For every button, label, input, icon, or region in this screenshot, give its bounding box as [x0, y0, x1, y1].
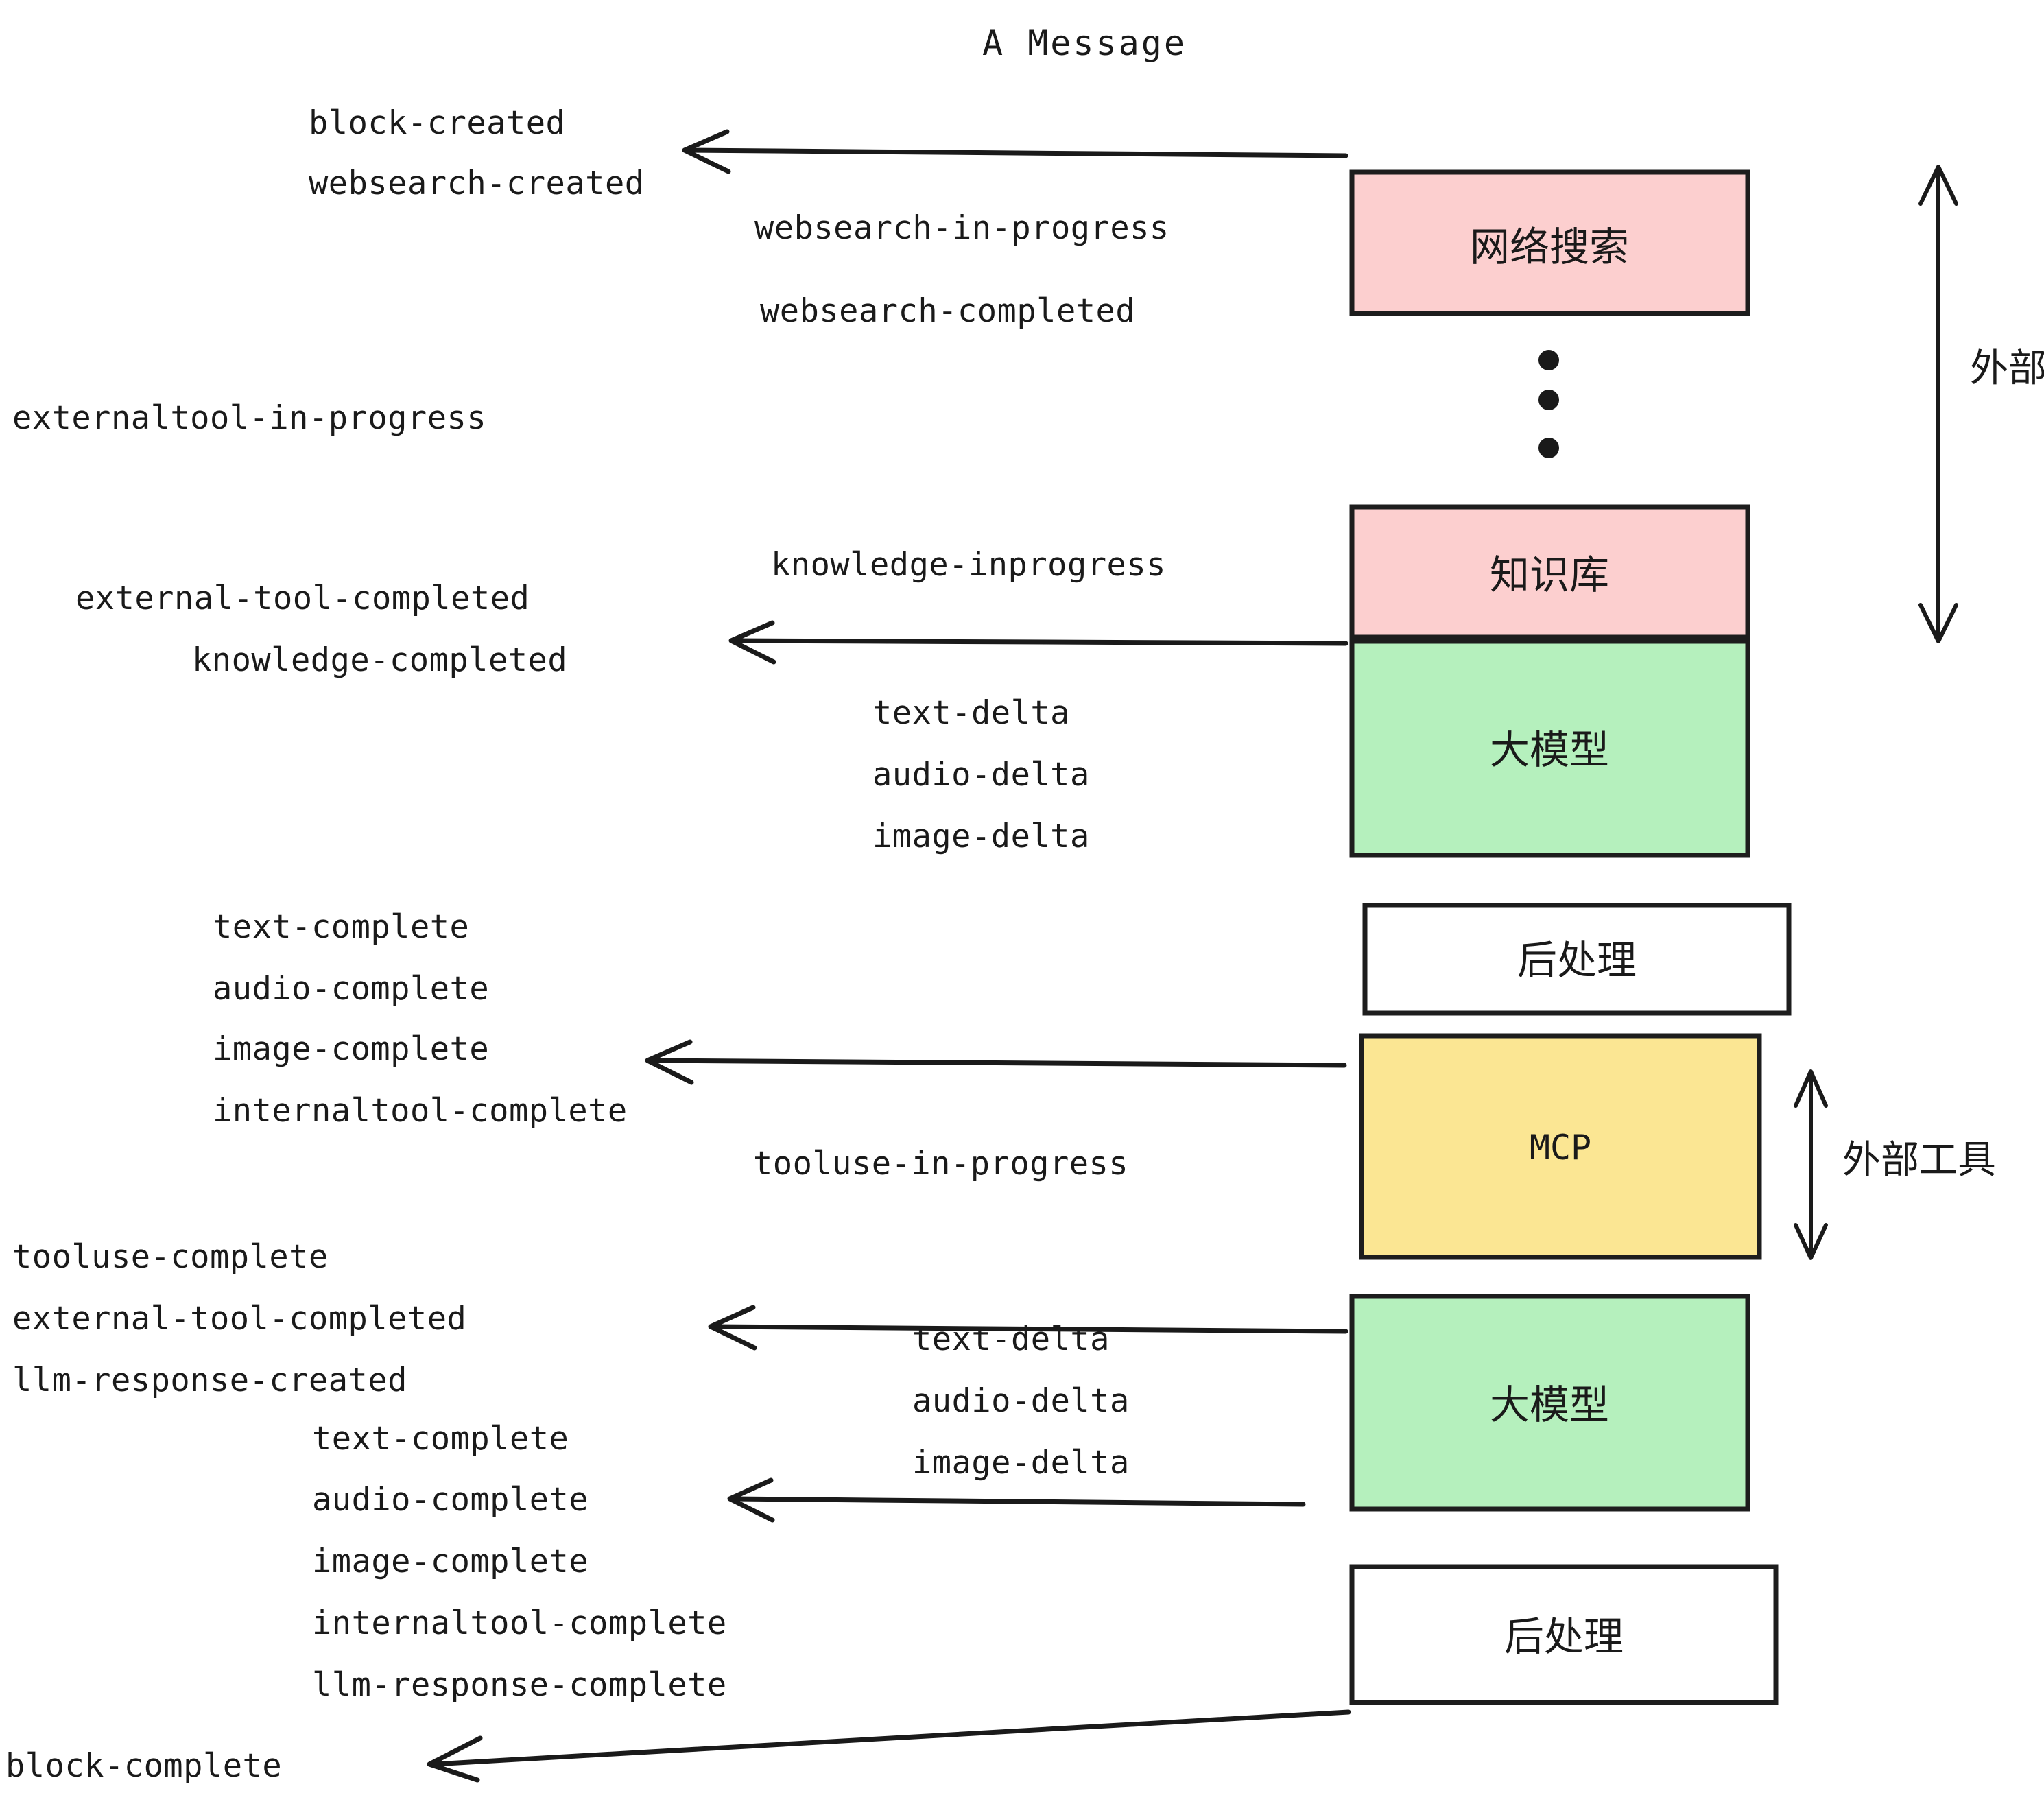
event-image-complete-2: image-complete — [312, 1543, 589, 1580]
arrow-postprocess-to-block-complete — [431, 1709, 1351, 1767]
arrow-websearch-to-created — [685, 147, 1348, 158]
arrow-postprocess-to-block-complete-head — [427, 1735, 483, 1783]
event-text-delta-2: text-delta — [912, 1320, 1110, 1358]
event-block-created: block-created — [309, 104, 565, 142]
event-image-delta-2: image-delta — [912, 1444, 1130, 1482]
arrow-postprocess-to-image-complete — [647, 1058, 1347, 1068]
external-tool-label-upper: 外部工具 — [1970, 346, 2044, 391]
box-llm-upper-label: 大模型 — [1490, 726, 1609, 773]
arrow-mcp-to-tooluse-complete — [711, 1324, 1348, 1334]
event-audio-complete-1: audio-complete — [213, 970, 489, 1008]
event-text-delta-1: text-delta — [872, 694, 1070, 732]
event-internaltool-complete-2: internaltool-complete — [312, 1604, 727, 1642]
event-external-tool-completed-1: external-tool-completed — [75, 580, 530, 617]
box-llm-upper[interactable] — [1349, 639, 1750, 858]
box-postprocess-lower-label: 后处理 — [1504, 1613, 1624, 1660]
event-externaltool-in-progress: externaltool-in-progress — [12, 399, 486, 437]
box-llm-lower-label: 大模型 — [1490, 1381, 1609, 1428]
event-external-tool-completed-2: external-tool-completed — [12, 1300, 466, 1338]
event-knowledge-inprogress: knowledge-inprogress — [771, 546, 1166, 584]
arrow-postprocess-to-image-complete-head — [645, 1039, 694, 1085]
event-websearch-created: websearch-created — [309, 165, 645, 202]
event-llm-response-complete: llm-response-complete — [312, 1666, 727, 1704]
box-postprocess-upper[interactable] — [1362, 903, 1792, 1016]
box-mcp[interactable] — [1359, 1033, 1762, 1260]
box-postprocess-lower[interactable] — [1349, 1564, 1779, 1705]
arrow-llm-to-audio-complete-head — [727, 1477, 775, 1523]
event-audio-delta-2: audio-delta — [912, 1382, 1130, 1420]
external-tool-brace-upper-arrowhead-top — [1918, 165, 1958, 206]
external-tool-brace-lower-arrowhead-bottom — [1794, 1223, 1828, 1260]
page-title: A Message — [982, 23, 1187, 63]
event-internaltool-complete-1: internaltool-complete — [213, 1092, 628, 1130]
event-image-complete-1: image-complete — [213, 1030, 489, 1068]
event-websearch-in-progress: websearch-in-progress — [754, 209, 1169, 247]
external-tool-brace-lower-arrowhead-top — [1794, 1069, 1828, 1108]
event-block-complete: block-complete — [5, 1747, 282, 1785]
event-websearch-completed: websearch-completed — [760, 292, 1135, 330]
box-websearch[interactable] — [1349, 169, 1750, 316]
arrow-websearch-to-created-head — [682, 129, 731, 174]
event-llm-response-created: llm-response-created — [12, 1362, 407, 1399]
event-audio-complete-2: audio-complete — [312, 1481, 589, 1519]
ellipsis-dot-3 — [1538, 438, 1559, 458]
box-knowledge-base[interactable] — [1349, 504, 1750, 640]
box-llm-lower[interactable] — [1349, 1294, 1750, 1512]
box-postprocess-upper-label: 后处理 — [1517, 937, 1637, 984]
event-audio-delta-1: audio-delta — [872, 756, 1090, 794]
arrow-knowledge-to-completed — [731, 638, 1348, 646]
box-mcp-label: MCP — [1530, 1128, 1591, 1167]
event-tooluse-complete: tooluse-complete — [12, 1238, 329, 1276]
box-websearch-label: 网络搜索 — [1470, 224, 1629, 270]
event-image-delta-1: image-delta — [872, 818, 1090, 855]
arrow-llm-to-audio-complete — [730, 1496, 1306, 1507]
arrow-mcp-to-tooluse-complete-head — [708, 1305, 757, 1351]
event-knowledge-completed: knowledge-completed — [192, 641, 567, 679]
external-tool-label-lower: 外部工具 — [1842, 1138, 1996, 1183]
external-tool-brace-upper-arrowhead-bottom — [1918, 603, 1958, 643]
ellipsis-dot-1 — [1538, 350, 1559, 370]
ellipsis-dot-2 — [1538, 390, 1559, 410]
event-tooluse-in-progress: tooluse-in-progress — [753, 1145, 1128, 1183]
arrow-knowledge-to-completed-head — [728, 620, 776, 665]
event-text-complete-1: text-complete — [213, 908, 469, 946]
box-knowledge-base-label: 知识库 — [1490, 551, 1609, 598]
event-text-complete-2: text-complete — [312, 1420, 569, 1458]
